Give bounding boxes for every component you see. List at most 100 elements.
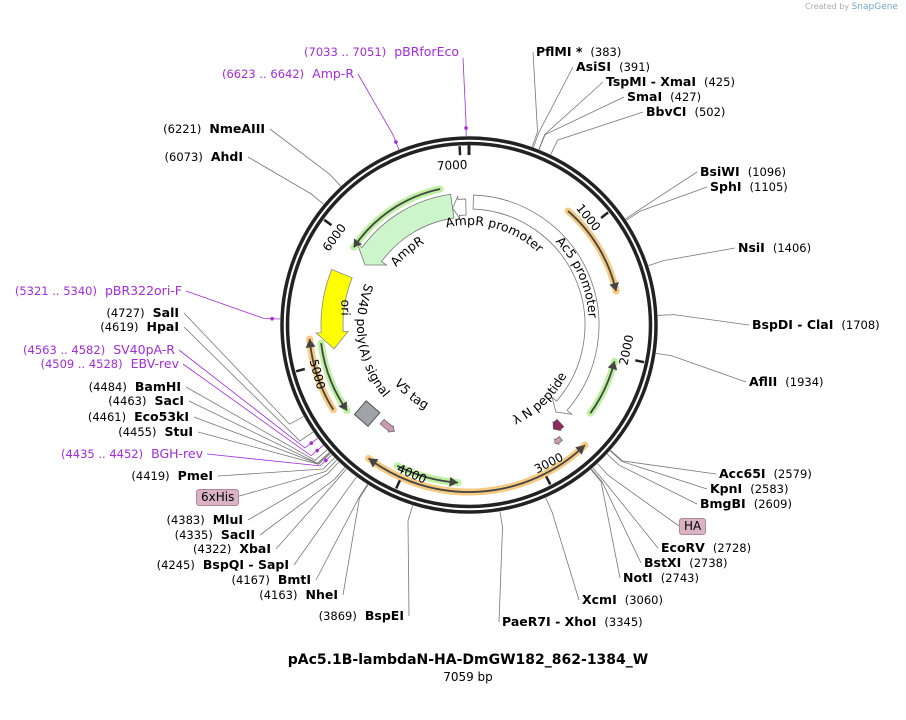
site-position: 4563 .. 4582 [23,343,105,357]
enzyme-site-label[interactable]: BstXI2738 [644,555,728,571]
feature-green-bottom [393,462,462,487]
tick-label: 6000 [320,221,349,254]
enzyme-site-label[interactable]: 4163NheI [259,587,338,603]
enzyme-site-label[interactable]: NotI2743 [623,570,699,586]
site-name: NsiI [738,240,765,255]
primer-label[interactable]: 4509 .. 4528EBV-rev [40,356,179,372]
site-position: 4419 [131,469,169,483]
site-name: SalI [152,305,179,320]
arrow-head-icon [353,238,362,248]
snapgene-watermark: Created by SnapGene [805,2,898,12]
arrow-head-icon [449,476,458,487]
enzyme-site-label[interactable]: 4619HpaI [100,319,179,335]
enzyme-site-label[interactable]: 4455StuI [118,424,193,440]
feature-line [567,210,618,292]
enzyme-site-label[interactable]: 4245BspQI - SapI [157,557,289,573]
site-name: BbvCI [646,104,687,119]
leader-line [407,505,414,617]
enzyme-site-label[interactable]: 4322XbaI [193,541,271,557]
enzyme-site-label[interactable]: BsiWI1096 [700,164,786,180]
site-position: 4484 [89,380,127,394]
enzyme-site-label[interactable]: NsiI1406 [738,240,811,256]
feature-orf-right [564,207,620,295]
leader-line [655,352,747,383]
enzyme-site-label[interactable]: 4484 BamHI [89,379,181,395]
enzyme-site-label[interactable]: TspMI - XmaI425 [606,74,735,90]
feature-ampr-promoter [452,196,467,220]
site-name: Acc65I [719,466,766,481]
enzyme-site-label[interactable]: BbvCI502 [646,104,725,120]
site-name: SphI [710,179,742,194]
enzyme-site-label[interactable]: 4335SacII [175,527,255,543]
site-name: PaeR7I - XhoI [502,614,597,629]
primer-site-mark [324,458,328,463]
feature-orf-left [305,335,337,414]
enzyme-site-label[interactable]: 4727 SalI [106,305,179,321]
primer-label[interactable]: 4563 .. 4582 SV40pA-R [23,342,175,358]
leader-line [657,314,750,326]
leader-line [538,96,625,150]
site-name: BamHI [134,379,181,394]
leader-line [247,461,340,521]
enzyme-site-label[interactable]: 6221NmeAIII [163,121,265,137]
site-position: 4727 [106,306,144,320]
site-position: 6221 [163,122,201,136]
leader-line [275,468,347,550]
site-position: 4619 [100,320,138,334]
tick-mark [295,367,306,373]
feature-green-right [586,357,619,417]
enzyme-site-label[interactable]: EcoRV2728 [661,540,751,556]
enzyme-site-label[interactable]: XcmI3060 [582,592,663,608]
enzyme-site-label[interactable]: 4461Eco53kI [88,409,189,425]
feature-label-sv40: SV40 poly(A) signal [354,282,393,400]
enzyme-site-label[interactable]: SmaI427 [627,89,701,105]
tick-mark [635,359,645,364]
site-position: 7033 .. 7051 [304,45,386,59]
enzyme-site-label[interactable]: 4383MluI [166,512,243,528]
enzyme-site-label[interactable]: 4167BmtI [232,572,311,588]
site-position: 1105 [750,180,788,194]
site-name: XbaI [239,541,271,556]
primer-site-mark [315,448,319,453]
enzyme-site-label[interactable]: 6073AhdI [165,149,243,165]
leader-line [626,186,708,221]
enzyme-site-label[interactable]: SphI 1105 [710,179,788,195]
arrow-head-icon [609,282,619,292]
enzyme-site-label[interactable]: PflMI *383 [536,44,621,60]
leader-line [269,128,342,187]
enzyme-site-label[interactable]: BmgBI2609 [700,496,792,512]
site-position: 6073 [165,150,203,164]
enzyme-site-label[interactable]: PaeR7I - XhoI3345 [502,614,643,630]
primer-label[interactable]: 6623 .. 6642Amp-R [222,66,354,82]
feature-badge-ha[interactable]: HA [679,518,707,535]
leader-line [462,57,467,137]
enzyme-site-label[interactable]: 3869BspEI [319,608,404,624]
leader-line [259,467,346,536]
enzyme-site-label[interactable]: KpnI2583 [710,481,788,497]
enzyme-site-label[interactable]: BspDI - ClaI1708 [752,317,880,333]
plasmid-name: pAc5.1B-lambdaN-HA-DmGW182_862-1384_W [287,652,649,668]
enzyme-site-label[interactable]: Acc65I2579 [719,466,812,482]
leader-line [217,457,335,477]
enzyme-site-label[interactable]: 4419PmeI [131,468,213,484]
feature-badge-6xhis[interactable]: 6xHis [196,489,240,506]
site-position: 383 [590,45,621,59]
enzyme-site-label[interactable]: 4463SacI [108,393,184,409]
feature-label-v5: V5 tag [392,376,432,412]
site-name: BstXI [644,555,682,570]
leader-line [247,156,324,205]
site-name: SV40pA-R [113,342,175,357]
enzyme-site-label[interactable]: AflII1934 [749,374,824,390]
feature-label-ori: ori [338,299,353,315]
primer-label[interactable]: 4435 .. 4452BGH-rev [61,446,203,462]
site-position: 4455 [118,425,156,439]
feature-line [353,188,441,248]
site-name: SacII [220,527,255,542]
primer-label[interactable]: 7033 .. 7051pBRforEco [304,44,459,60]
primer-label[interactable]: 5321 .. 5340pBR322ori-F [15,283,182,299]
enzyme-site-label[interactable]: AsiSI391 [576,59,650,75]
site-name: BspDI - ClaI [752,317,834,332]
leader-line [610,449,717,475]
feature-label-ac5-promoter: Ac5 promoter [553,234,601,320]
leader-line [531,51,538,148]
